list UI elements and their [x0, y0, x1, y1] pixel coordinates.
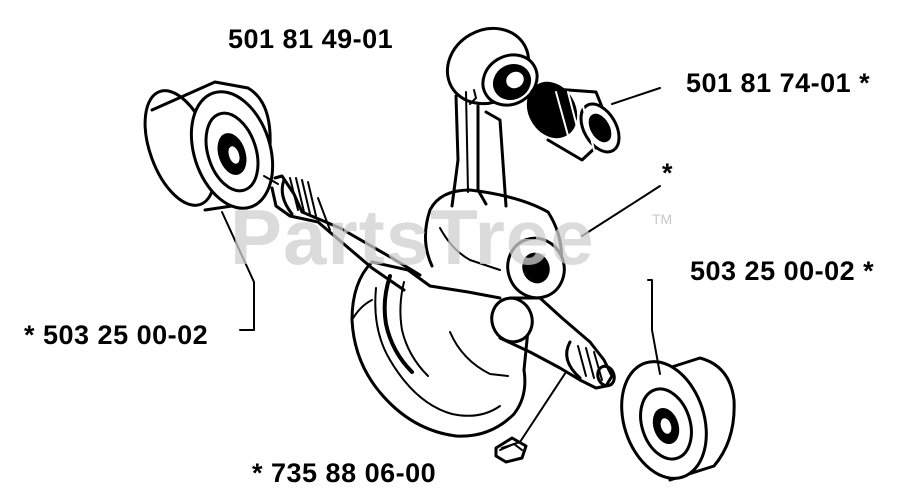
left-ball-bearing — [143, 80, 275, 212]
part-label-needle-bearing: 501 81 74-01 * — [686, 68, 871, 98]
right-shaft — [490, 296, 616, 390]
part-label-crankshaft: 501 81 49-01 — [228, 24, 394, 54]
part-label-key: * 735 88 06-00 — [252, 458, 437, 488]
trademark-symbol: TM — [652, 211, 673, 227]
part-label-seal-marker: * — [662, 158, 674, 188]
crank-pin-boss — [424, 188, 566, 300]
part-label-bearing-left: * 503 25 00-02 — [24, 320, 209, 350]
right-ball-bearing — [620, 356, 736, 482]
crank-webs — [350, 260, 530, 438]
needle-bearing — [526, 81, 621, 162]
left-shaft — [270, 174, 422, 292]
leader-lines — [221, 87, 661, 449]
partstree-watermark: PartsTree — [230, 193, 595, 281]
woodruff-key — [494, 436, 528, 464]
part-label-bearing-right: 503 25 00-02 * — [690, 256, 875, 286]
